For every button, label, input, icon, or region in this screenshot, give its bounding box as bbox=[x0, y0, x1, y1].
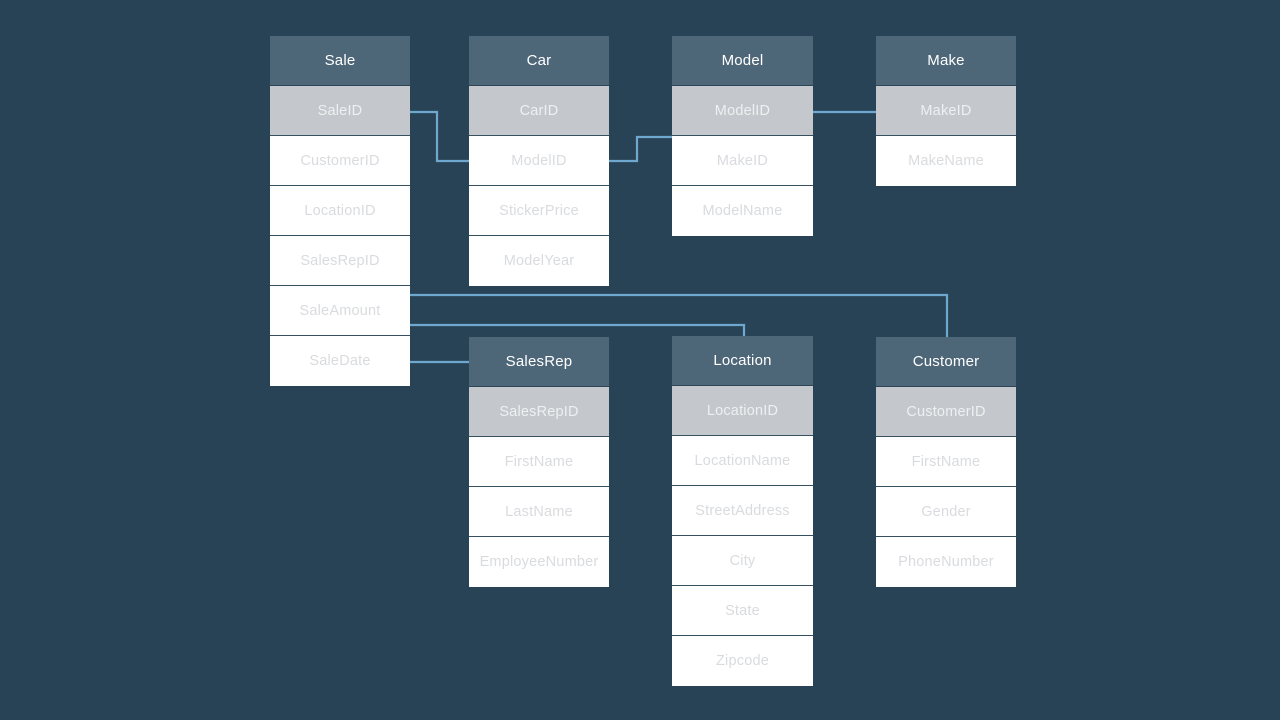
field-employeenumber[interactable]: EmployeeNumber bbox=[469, 537, 609, 587]
field-stickerprice[interactable]: StickerPrice bbox=[469, 186, 609, 236]
field-firstname[interactable]: FirstName bbox=[876, 437, 1016, 487]
field-modelid[interactable]: ModelID bbox=[469, 136, 609, 186]
entity-title-model: Model bbox=[672, 36, 813, 86]
entity-title-salesrep: SalesRep bbox=[469, 337, 609, 387]
field-makename[interactable]: MakeName bbox=[876, 136, 1016, 186]
connector-car-model-to-model bbox=[609, 135, 672, 163]
entity-title-make: Make bbox=[876, 36, 1016, 86]
field-phonenumber[interactable]: PhoneNumber bbox=[876, 537, 1016, 587]
field-customerid[interactable]: CustomerID bbox=[270, 136, 410, 186]
entity-title-sale: Sale bbox=[270, 36, 410, 86]
field-salesrepid[interactable]: SalesRepID bbox=[270, 236, 410, 286]
entity-title-location: Location bbox=[672, 336, 813, 386]
field-lastname[interactable]: LastName bbox=[469, 487, 609, 537]
primary-key-field-modelid[interactable]: ModelID bbox=[672, 86, 813, 136]
field-streetaddress[interactable]: StreetAddress bbox=[672, 486, 813, 536]
field-locationname[interactable]: LocationName bbox=[672, 436, 813, 486]
field-saleamount[interactable]: SaleAmount bbox=[270, 286, 410, 336]
primary-key-field-makeid[interactable]: MakeID bbox=[876, 86, 1016, 136]
primary-key-field-carid[interactable]: CarID bbox=[469, 86, 609, 136]
primary-key-field-saleid[interactable]: SaleID bbox=[270, 86, 410, 136]
field-modelyear[interactable]: ModelYear bbox=[469, 236, 609, 286]
connector-sale-customer-to-customer bbox=[410, 293, 949, 337]
field-gender[interactable]: Gender bbox=[876, 487, 1016, 537]
field-zipcode[interactable]: Zipcode bbox=[672, 636, 813, 686]
primary-key-field-customerid[interactable]: CustomerID bbox=[876, 387, 1016, 437]
connector-car-to-sale bbox=[409, 110, 469, 163]
field-makeid[interactable]: MakeID bbox=[672, 136, 813, 186]
primary-key-field-salesrepid[interactable]: SalesRepID bbox=[469, 387, 609, 437]
field-city[interactable]: City bbox=[672, 536, 813, 586]
field-modelname[interactable]: ModelName bbox=[672, 186, 813, 236]
primary-key-field-locationid[interactable]: LocationID bbox=[672, 386, 813, 436]
field-saledate[interactable]: SaleDate bbox=[270, 336, 410, 386]
field-firstname[interactable]: FirstName bbox=[469, 437, 609, 487]
field-state[interactable]: State bbox=[672, 586, 813, 636]
entity-title-customer: Customer bbox=[876, 337, 1016, 387]
field-locationid[interactable]: LocationID bbox=[270, 186, 410, 236]
entity-title-car: Car bbox=[469, 36, 609, 86]
connector-sale-location-to-location bbox=[410, 323, 746, 336]
